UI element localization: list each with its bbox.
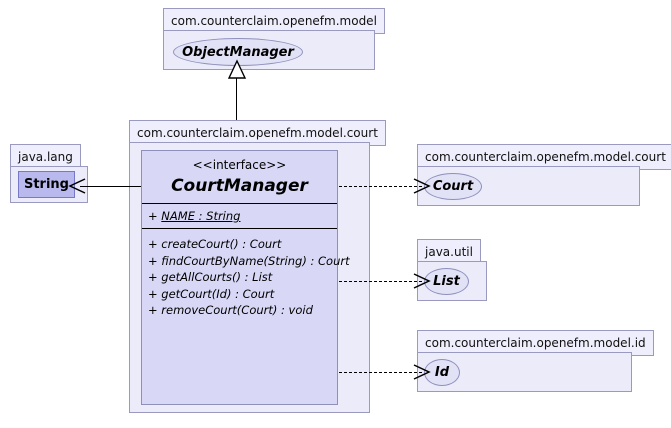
open-arrowhead-right-icon [413,178,431,194]
operation-row: + getAllCourts() : List [148,269,337,286]
interface-court[interactable]: Court [424,173,482,200]
operation-visibility: + [148,237,158,251]
association-line-string [80,186,141,187]
interface-id[interactable]: Id [424,359,460,386]
package-model-tab-label: com.counterclaim.openefm.model [163,8,385,34]
interface-courtmanager-stereotype: <<interface>> [192,158,287,172]
package-model-court-right[interactable]: com.counterclaim.openefm.model.court Cou… [417,144,671,206]
package-java-lang-tab-label: java.lang [10,144,81,170]
operation-text: getAllCourts() : List [161,270,273,284]
hollow-triangle-arrowhead-icon [227,59,247,79]
dependency-line-court [339,186,422,187]
operation-row: + getCourt(Id) : Court [148,286,337,303]
open-arrowhead-right-icon [413,273,431,289]
dependency-line-id [339,372,422,373]
operation-visibility: + [148,253,158,268]
operation-row: + findCourtByName(String) : Court [148,253,350,270]
attribute-text: NAME : String [161,209,241,223]
package-model[interactable]: com.counterclaim.openefm.model ObjectMan… [163,8,385,70]
interface-list[interactable]: List [424,268,469,295]
operation-text: removeCourt(Court) : void [161,303,313,317]
operation-text: findCourtByName(String) : Court [161,253,350,268]
operation-text: getCourt(Id) : Court [161,286,275,301]
class-string[interactable]: String [18,171,75,198]
operation-visibility: + [148,303,158,317]
interface-courtmanager-name: CourtManager [171,176,308,196]
package-model-id-tab-label: com.counterclaim.openefm.model.id [417,330,654,356]
package-java-util[interactable]: java.util List [417,239,487,301]
operation-visibility: + [148,286,158,301]
package-java-lang[interactable]: java.lang String [10,144,88,203]
package-model-court-main[interactable]: com.counterclaim.openefm.model.court <<i… [129,120,386,413]
attribute-row: + NAME : String [148,208,337,224]
package-java-util-tab-label: java.util [417,239,481,265]
package-model-id[interactable]: com.counterclaim.openefm.model.id Id [417,330,654,392]
open-arrowhead-left-icon [68,178,86,194]
open-arrowhead-right-icon [413,364,431,380]
operation-row: + createCourt() : Court [148,236,337,253]
operation-row: + removeCourt(Court) : void [148,302,337,319]
interface-courtmanager-attributes: + NAME : String [142,204,337,228]
interface-objectmanager[interactable]: ObjectManager [173,38,303,66]
dependency-line-list [339,281,422,282]
operation-text: createCourt() : Court [161,237,282,251]
package-model-court-right-tab-label: com.counterclaim.openefm.model.court [417,144,671,170]
package-model-court-main-tab-label: com.counterclaim.openefm.model.court [129,120,386,146]
interface-courtmanager-separator-attrs [142,203,337,204]
operation-visibility: + [148,270,158,284]
interface-courtmanager-box[interactable]: <<interface>> CourtManager + NAME : Stri… [141,150,350,405]
interface-courtmanager-separator-ops [142,228,337,229]
attribute-visibility: + [148,209,158,223]
interface-courtmanager-operations: + createCourt() : Court + findCourtByNam… [142,229,350,323]
